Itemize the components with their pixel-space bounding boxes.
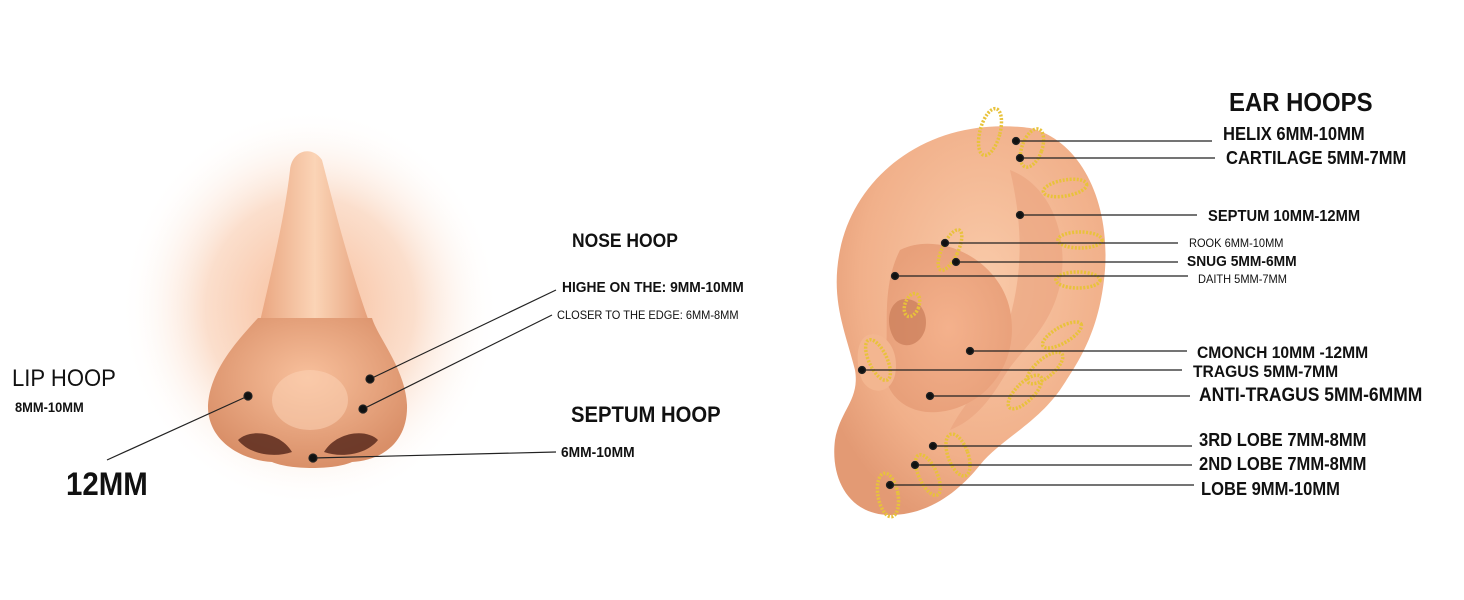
nose-high-label: HIGHE ON THE: 9MM-10MM [562,280,744,295]
ear-label-tragus: TRAGUS 5MM-7MM [1193,363,1338,380]
ear-label-2nd-lobe: 2ND LOBE 7MM-8MM [1199,455,1366,473]
ear-label-cartilage: CARTILAGE 5MM-7MM [1226,149,1406,167]
ear-label-lobe: LOBE 9MM-10MM [1201,480,1340,498]
ear-illustration [834,126,1105,515]
lip-hoop-title: LIP HOOP [12,367,116,391]
dot-tragus [859,367,866,374]
nose-hoop-title: NOSE HOOP [572,232,678,251]
nose-highlight [272,370,348,430]
dot-3rd-lobe [930,443,937,450]
dot-septum [309,454,317,462]
ear-label-antitragus: ANTI-TRAGUS 5MM-6MMM [1199,386,1422,405]
dot-ear-septum [1017,212,1024,219]
dot-daith [892,273,899,280]
ear-hoops-title: EAR HOOPS [1229,89,1373,115]
ear-label-snug: SNUG 5MM-6MM [1187,254,1297,269]
dot-rook [942,240,949,247]
lip-hoop-extra: 12MM [66,468,148,500]
septum-hoop-size: 6MM-10MM [561,445,635,460]
dot-antitragus [927,393,934,400]
ear-label-daith: DAITH 5MM-7MM [1198,273,1287,285]
dot-cartilage [1017,155,1024,162]
dot-conch [967,348,974,355]
dot-helix [1013,138,1020,145]
ear-label-helix: HELIX 6MM-10MM [1223,125,1365,143]
ear-label-septum: SEPTUM 10MM-12MM [1208,209,1360,225]
lip-hoop-size: 8MM-10MM [15,400,84,414]
ear-label-rook: ROOK 6MM-10MM [1189,237,1283,249]
dot-2nd-lobe [912,462,919,469]
dot-lobe [887,482,894,489]
dot-nose-edge [359,405,367,413]
ear-label-conch: CMONCH 10MM -12MM [1197,344,1368,361]
nose-illustration [120,100,500,500]
dot-snug [953,259,960,266]
dot-nose-high [366,375,374,383]
septum-hoop-title: SEPTUM HOOP [571,404,721,426]
nose-edge-label: CLOSER TO THE EDGE: 6MM-8MM [557,309,739,321]
ear-label-3rd-lobe: 3RD LOBE 7MM-8MM [1199,431,1366,449]
dot-lip [244,392,252,400]
